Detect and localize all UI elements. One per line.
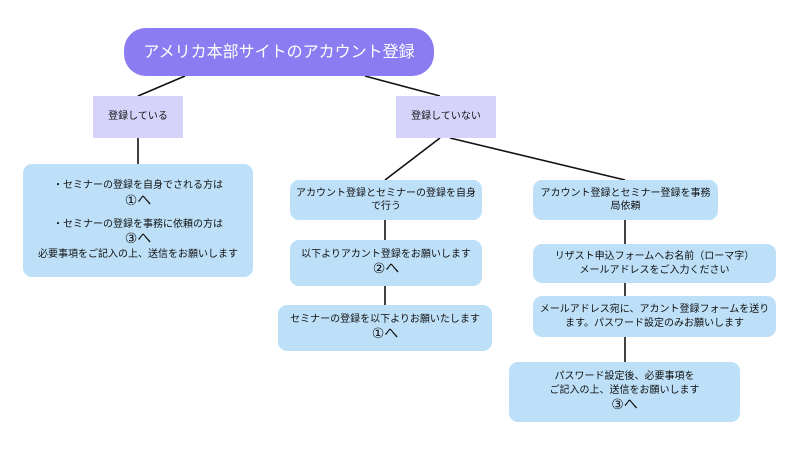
office-step-a-node: リザスト申込フォームへお名前（ローマ字） メールアドレスをご入力ください [533,244,776,283]
title-text: アメリカ本部サイトのアカウント登録 [143,42,415,62]
connector-unregistered-to-office [449,137,626,181]
registered-info-node: ・セミナーの登録を自身でされる方は ①へ ・セミナーの登録を事務に依頼の方は ③… [23,164,253,277]
office-step-c-node: パスワード設定後、必要事項を ご記入の上、送信をお願いします ③へ [509,362,740,422]
office-step-a-line-1: リザスト申込フォームへお名前（ローマ字） [554,251,755,262]
office-step-b-line-1: メールアドレス宛に、アカント登録フォームを送り [539,304,770,315]
self-register-node: アカウント登録とセミナーの登録を自身 で行う [290,180,482,220]
office-step-b-node: メールアドレス宛に、アカント登録フォームを送り ます。パスワード設定のみお願いし… [533,296,776,337]
office-step-c-line-2: ご記入の上、送信をお願いします [549,384,700,396]
registered-step-1: ①へ [124,192,152,209]
registered-step-2: ③へ [124,231,152,248]
registered-line-2: ・セミナーの登録を事務に依頼の方は [53,218,223,230]
office-request-line-2: 局依頼 [610,201,641,212]
self-register-line-2: で行う [371,201,401,212]
office-step-b-line-2: ます。パスワード設定のみお願いします [565,317,744,329]
unregistered-node: 登録していない [396,96,496,138]
connector-title-to-registered [137,75,186,97]
office-request-line-1: アカウント登録とセミナー登録を事務 [540,187,711,199]
connector-unregistered-to-self [384,137,441,181]
self-register-line-1: アカウント登録とセミナーの登録を自身 [296,187,476,199]
registered-line-1: ・セミナーの登録を自身でされる方は [53,180,223,192]
office-step-c-line-1: パスワード設定後、必要事項を [554,371,695,383]
office-request-node: アカウント登録とセミナー登録を事務 局依頼 [533,180,718,220]
self-step-b-text: セミナーの登録を以下よりお願いたします [290,313,480,325]
office-step-c-next: ③へ [611,397,638,414]
unregistered-label: 登録していない [411,111,481,123]
self-step-b-next: ①へ [371,326,399,343]
registered-label: 登録している [108,111,168,123]
office-step-a-line-2: メールアドレスをご入力ください [579,264,730,276]
registered-node: 登録している [93,96,183,138]
self-step-a-text: 以下よりアカント登録をお願いします [301,248,471,260]
registered-line-3: 必要事項をご記入の上、送信をお願いします [38,249,238,261]
connector-title-to-unregistered [364,75,441,97]
title-node: アメリカ本部サイトのアカウント登録 [124,28,434,76]
self-step-a-next: ②へ [372,261,400,278]
self-step-a-node: 以下よりアカント登録をお願いします ②へ [290,240,482,286]
self-step-b-node: セミナーの登録を以下よりお願いたします ①へ [278,305,492,351]
